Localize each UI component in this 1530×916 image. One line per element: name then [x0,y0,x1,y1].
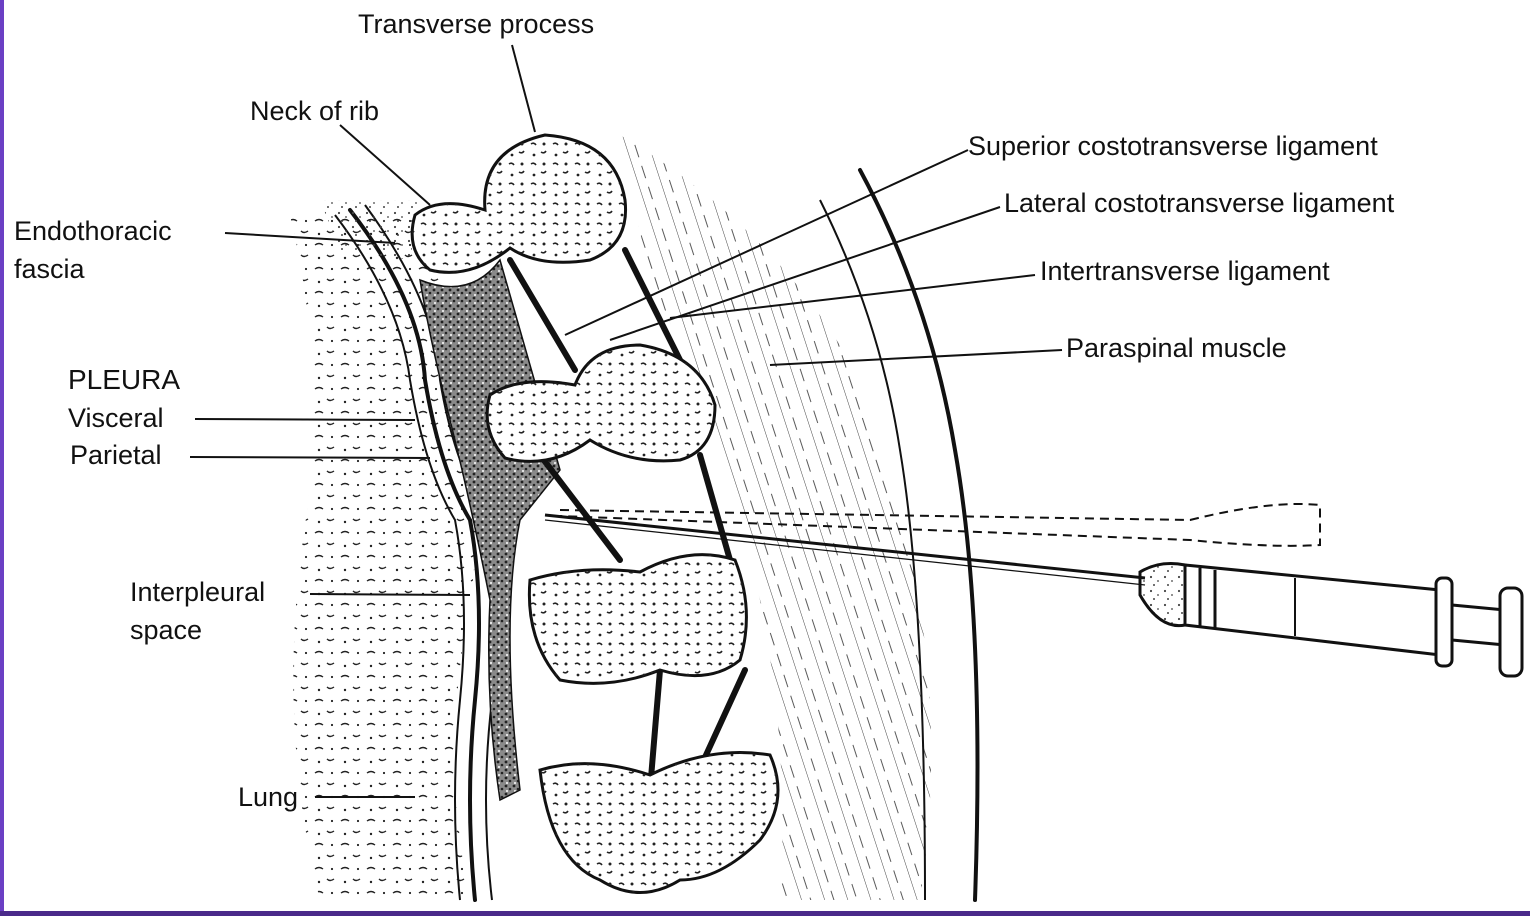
bone-level-4 [540,753,778,893]
slide-frame-bottom-edge [0,911,1530,916]
label-parietal: Parietal [70,440,162,470]
ligament-4 [700,455,730,560]
label-interpleural-line1: Interpleural [130,577,265,607]
label-superior-costotransverse: Superior costotransverse ligament [968,131,1378,161]
label-paraspinal-muscle: Paraspinal muscle [1066,333,1287,363]
label-endothoracic-line2: fascia [14,254,86,284]
label-neck-of-rib: Neck of rib [250,96,379,126]
bone-level-1 [412,135,625,272]
label-interpleural-line2: space [130,615,202,645]
bone-level-3 [529,555,746,684]
label-endothoracic-line1: Endothoracic [14,216,172,246]
label-lateral-costotransverse: Lateral costotransverse ligament [1004,188,1395,218]
label-intertransverse: Intertransverse ligament [1040,256,1330,286]
ligament-3 [540,455,620,560]
label-visceral: Visceral [68,403,164,433]
label-lung: Lung [238,782,298,812]
label-pleura: PLEURA [68,364,180,395]
label-transverse-process: Transverse process [358,9,594,39]
